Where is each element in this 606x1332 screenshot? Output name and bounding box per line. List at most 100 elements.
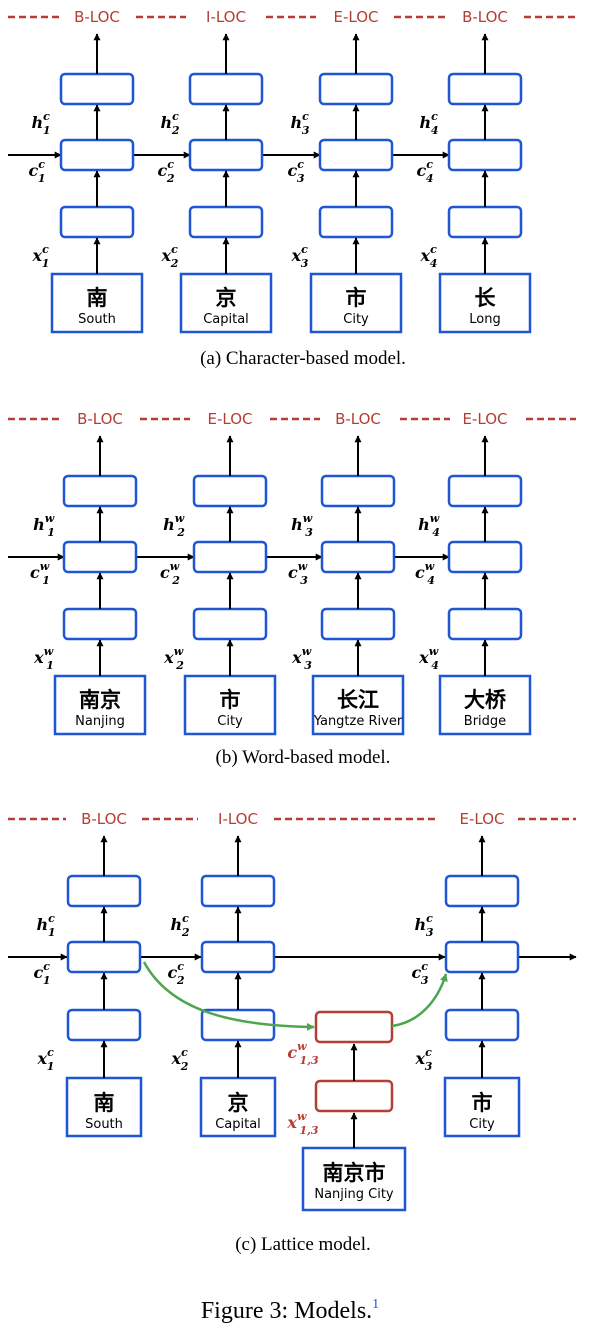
panel_a-h-var-1-base: h xyxy=(32,113,44,132)
panel_b-x-var-4-sub: 4 xyxy=(431,659,439,672)
panel_a-tag-1: B-LOC xyxy=(74,8,120,26)
panel_c-c-var-1-base: c xyxy=(33,963,43,982)
panel_a-input-box-2 xyxy=(179,272,273,334)
panel_a-input-word-2: 京 xyxy=(216,286,237,310)
panel_c-h-var-3-sup: c xyxy=(426,912,433,925)
panel_a-c-var-3-sub: 3 xyxy=(297,172,305,185)
panel_c-c-var-2-base: c xyxy=(167,963,177,982)
panel_b-lstm-cell-3 xyxy=(320,540,396,574)
panel_a-c-var-2-sub: 2 xyxy=(166,172,175,185)
lattice-x-var-sub: 1,3 xyxy=(299,1124,318,1137)
panel_c-input-word-2: 京 xyxy=(228,1091,249,1115)
panel_b-c-var-1-sub: 1 xyxy=(42,574,50,587)
panel_b-c-var-2-base: c xyxy=(160,563,170,582)
panel_c-lstm-cell-2 xyxy=(200,940,276,974)
panel_b-h-var-4-base: h xyxy=(418,515,430,534)
panel_c-x-var-2-base: x xyxy=(171,1049,182,1068)
panel_b-lstm-cell-2 xyxy=(192,540,268,574)
panel_a-input-word-3: 市 xyxy=(346,286,367,310)
panel_b-embed-cell-2 xyxy=(192,607,268,641)
panel_a-x-var-3-base: x xyxy=(291,246,302,265)
panel_b-tag-4: E-LOC xyxy=(463,410,508,428)
panel_a-c-var-4-sub: 4 xyxy=(426,172,434,185)
panel_b-x-var-1-sub: 1 xyxy=(46,659,54,672)
panel_b-c-var-3-base: c xyxy=(288,563,298,582)
panel_b-embed-cell-4 xyxy=(447,607,523,641)
panel_c-x-var-2-sub: 2 xyxy=(180,1060,189,1073)
panel_a-output-cell-2 xyxy=(188,72,264,106)
panel_c-input-translation-1: South xyxy=(85,1117,123,1132)
lattice-input-box xyxy=(301,1146,407,1212)
panel_b-x-var-3-base: x xyxy=(291,648,302,667)
panel_a-c-var-3-sup: c xyxy=(297,158,304,171)
panel_b-x-var-2-sup: w xyxy=(174,645,184,658)
panel_a-x-var-1-sub: 1 xyxy=(42,257,50,270)
panel_c-h-var-2-sub: 2 xyxy=(181,926,190,939)
panel_a-x-var-4-sup: c xyxy=(430,243,437,256)
panel_a-h-var-1-sub: 1 xyxy=(43,124,51,137)
panel_a-caption: (a) Character-based model. xyxy=(200,348,406,369)
panel_b-tag-3: B-LOC xyxy=(335,410,381,428)
panel_a-output-cell-4 xyxy=(447,72,523,106)
panel_a-embed-cell-2 xyxy=(188,205,264,239)
panel_c-c-var-1-sub: 1 xyxy=(43,974,51,987)
panel_a-input-word-4: 长 xyxy=(475,286,497,310)
panel_c-tag-3: E-LOC xyxy=(460,810,505,828)
panel_c-input-word-3: 市 xyxy=(472,1091,493,1115)
panel_b-c-var-4-base: c xyxy=(415,563,425,582)
panel_a-x-var-3-sup: c xyxy=(301,243,308,256)
panel_c-lstm-cell-3 xyxy=(444,940,520,974)
panel_b-c-var-3-sup: w xyxy=(298,560,308,573)
panel_a-h-var-4-sup: c xyxy=(431,110,438,123)
panel_b-h-var-3-sub: 3 xyxy=(305,526,313,539)
panel_a-h-var-3-sup: c xyxy=(302,110,309,123)
panel_a-lstm-cell-3 xyxy=(318,138,394,172)
panel_c-embed-cell-1 xyxy=(66,1008,142,1042)
panel_c-x-var-3-base: x xyxy=(415,1049,426,1068)
lattice-embed-cell xyxy=(314,1079,394,1113)
panel_a-lstm-cell-1 xyxy=(59,138,135,172)
panel_a-x-var-1-base: x xyxy=(32,246,43,265)
panel_a-h-var-2-sup: c xyxy=(172,110,179,123)
panel_c-h-var-1-sub: 1 xyxy=(48,926,56,939)
panel_a-tag-2: I-LOC xyxy=(206,8,246,26)
panel_c-input-translation-2: Capital xyxy=(215,1117,261,1132)
panel_a-tag-3: E-LOC xyxy=(334,8,379,26)
lattice-c-var-base: c xyxy=(287,1043,297,1062)
panel_b-h-var-2-sub: 2 xyxy=(176,526,185,539)
panel_a-h-var-1-sup: c xyxy=(43,110,50,123)
panel_a-h-var-3-sub: 3 xyxy=(302,124,310,137)
panel_b-c-var-1-base: c xyxy=(30,563,40,582)
panel_c-h-var-2-sup: c xyxy=(182,912,189,925)
panel_b-h-var-3-base: h xyxy=(291,515,303,534)
panel_b-h-var-4-sup: w xyxy=(430,512,440,525)
panel_c-input-translation-3: City xyxy=(469,1117,495,1132)
panel_a-c-var-4-base: c xyxy=(416,161,426,180)
panel_c-c-var-1-sup: c xyxy=(43,960,50,973)
lattice-input-word: 南京市 xyxy=(323,1161,386,1185)
panel_a-x-var-1-sup: c xyxy=(42,243,49,256)
panel_b-x-var-2-base: x xyxy=(163,648,174,667)
panel_a-lstm-cell-4 xyxy=(447,138,523,172)
